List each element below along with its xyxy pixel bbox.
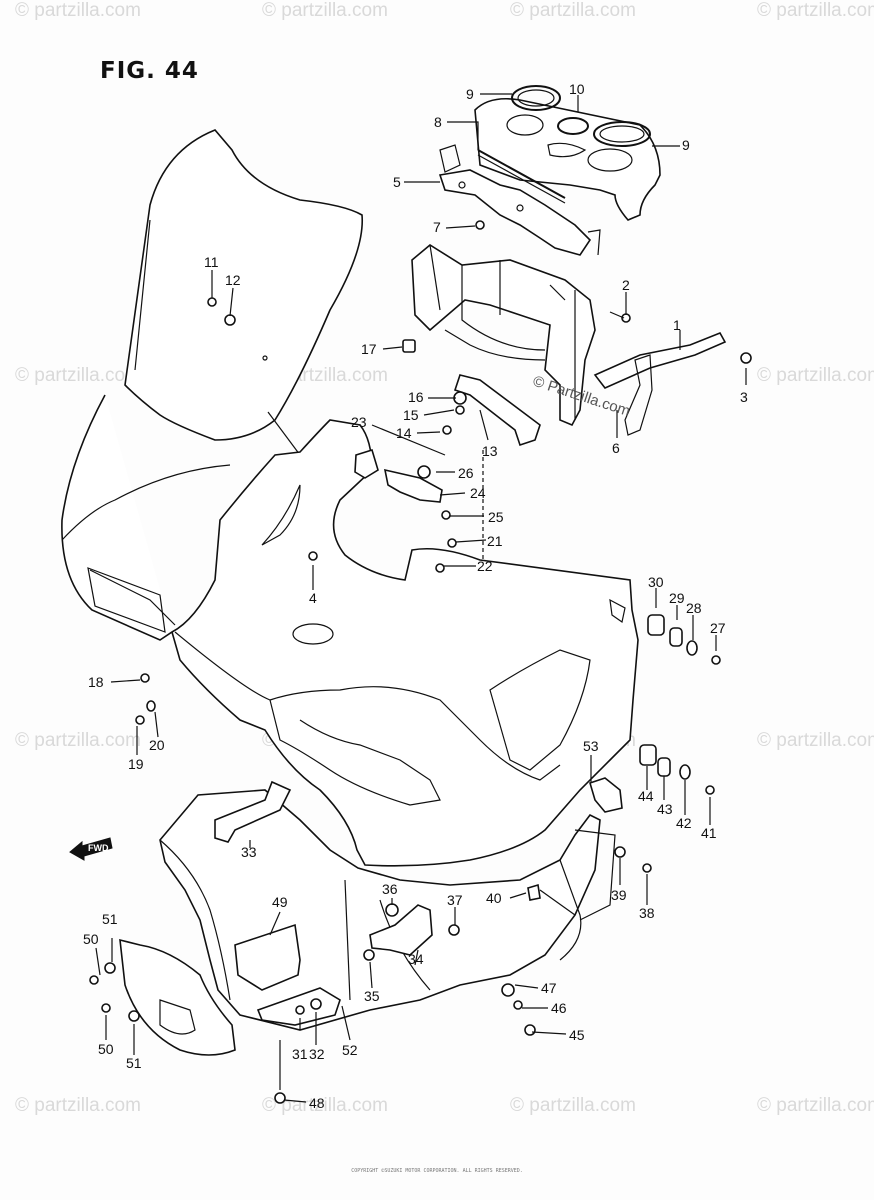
callout-1: 1 [673,317,681,333]
callout-32: 32 [309,1046,325,1062]
callout-14: 14 [396,425,412,441]
callout-43: 43 [657,801,673,817]
callout-12: 12 [225,272,241,288]
callout-35: 35 [364,988,380,1004]
callout-19: 19 [128,756,144,772]
meter-bracket [438,169,592,256]
watermark: © partzilla.com [262,1095,388,1116]
callout-50: 50 [83,931,99,947]
watermark: © partzilla.com [757,730,874,751]
callout-51: 51 [102,911,118,927]
callout-8: 8 [434,114,442,130]
fasteners [89,220,752,1104]
callout-4: 4 [309,590,317,606]
callout-17: 17 [361,341,377,357]
callout-50: 50 [98,1041,114,1057]
callout-3: 3 [740,389,748,405]
callout-38: 38 [639,905,655,921]
callout-36: 36 [382,881,398,897]
watermark: © partzilla.com [262,0,388,21]
callout-16: 16 [408,389,424,405]
callout-53: 53 [583,738,599,754]
bracket-49 [234,923,301,991]
callout-33: 33 [241,844,257,860]
watermark: © partzilla.com [510,0,636,21]
callout-26: 26 [458,465,474,481]
callout-9: 9 [466,86,474,102]
callout-15: 15 [403,407,419,423]
callout-11: 11 [204,254,219,270]
callout-24: 24 [470,485,486,501]
figure-title: FIG. 44 [100,58,199,84]
meter-ring-left [511,85,561,111]
callout-20: 20 [149,737,165,753]
callout-31: 31 [292,1046,308,1062]
callout-28: 28 [686,600,702,616]
callout-21: 21 [487,533,503,549]
fairing-brace [411,244,596,427]
meter-ring-right [593,121,651,147]
callout-6: 6 [612,440,620,456]
callout-18: 18 [88,674,104,690]
watermark: © partzilla.com [15,730,141,751]
lower-side-panel [119,938,236,1056]
watermark: © partzilla.com [510,1095,636,1116]
callout-25: 25 [488,509,504,525]
fairing-stay [593,331,727,389]
callout-22: 22 [477,558,493,574]
leader-lines [95,93,747,1103]
callout-9: 9 [682,137,690,153]
callout-39: 39 [611,887,627,903]
callout-45: 45 [569,1027,585,1043]
callout-40: 40 [486,890,502,906]
copyright-footer: COPYRIGHT ©SUZUKI MOTOR CORPORATION. ALL… [351,1168,523,1174]
callout-44: 44 [638,788,654,804]
callout-46: 46 [551,1000,567,1016]
watermark: © partzilla.com [757,1095,874,1116]
watermark: © partzilla.com [15,0,141,21]
callout-13: 13 [482,443,498,459]
meter-ring-center [557,117,589,135]
bracket-33 [214,780,292,843]
watermark: © partzilla.com [757,365,874,386]
windscreen [124,129,364,441]
fwd-arrow-icon: FWD [69,837,113,861]
bracket-13 [453,374,541,447]
callout-10: 10 [569,81,585,97]
callout-41: 41 [701,825,717,841]
callout-30: 30 [648,574,664,590]
watermark: © partzilla.com [15,1095,141,1116]
callout-37: 37 [447,892,463,908]
bracket-34 [369,904,433,956]
bracket-24 [383,468,443,503]
fwd-label: FWD [88,843,109,853]
watermark: © partzilla.com [757,0,874,21]
callout-29: 29 [669,590,685,606]
callout-49: 49 [272,894,288,910]
callout-27: 27 [710,620,726,636]
callout-numbers: 1 2 3 4 5 6 7 8 9 9 10 11 12 13 14 15 16… [83,81,748,1111]
callout-48: 48 [309,1095,325,1111]
callout-42: 42 [676,815,692,831]
callout-51: 51 [126,1055,142,1071]
callout-47: 47 [541,980,557,996]
callout-34: 34 [408,951,424,967]
upper-fairing [61,394,639,867]
callout-7: 7 [433,219,441,235]
callout-2: 2 [622,277,630,293]
callout-23: 23 [351,414,367,430]
watermark: © partzilla.com [15,365,141,386]
callout-5: 5 [393,174,401,190]
bracket-23 [354,448,379,479]
fairing-vent [87,567,166,633]
callout-52: 52 [342,1042,358,1058]
